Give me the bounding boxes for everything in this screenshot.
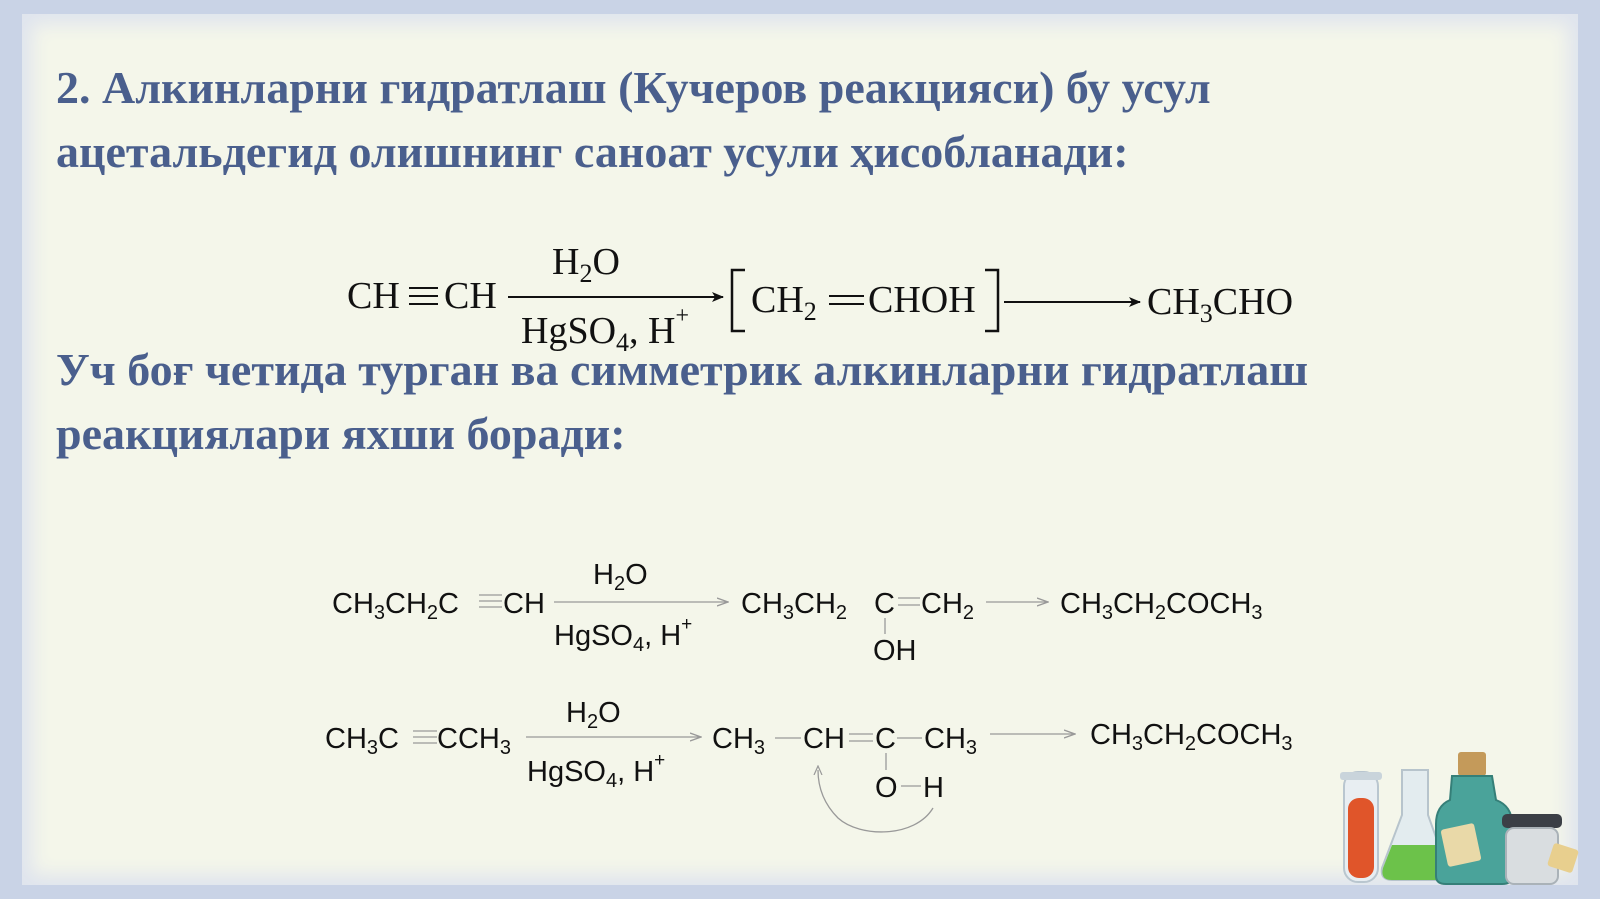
heading-line: 2. Алкинларни гидратлаш (Кучеров реакция…	[56, 62, 1211, 113]
enol-carbon: C	[874, 588, 895, 620]
reactant-acetylene-ch: CH	[444, 275, 497, 317]
reaction-kucherov: CH CH H2O HgSO4, H+ CH2 CHOH CH3CHO	[347, 241, 1293, 357]
triple-bond	[409, 287, 438, 305]
reaction-conditions-catalyst: HgSO4, H+	[527, 750, 665, 792]
heading-symmetric-alkynes: Уч боғ четида турган ва симметрик алкинл…	[56, 338, 1308, 466]
reactant-cch3: CCH3	[437, 723, 511, 759]
hydroxyl-oxygen: O	[875, 772, 898, 804]
proton-transfer-arrow	[818, 770, 934, 833]
heading-line: Уч боғ четида турган ва симметрик алкинл…	[56, 344, 1309, 395]
intermediate-c: C	[875, 723, 896, 755]
reaction-conditions-catalyst: HgSO4, H+	[554, 614, 692, 656]
reaction-terminal-alkyne: CH3CH2C CH H2O HgSO4, H+ CH3CH2 C CH2 OH…	[332, 559, 1263, 667]
reactant-butyne: CH3CH2C	[332, 588, 459, 624]
heading-kucherov-reaction: 2. Алкинларни гидратлаш (Кучеров реакция…	[56, 56, 1211, 184]
reaction-conditions-catalyst: HgSO4, H+	[521, 303, 689, 357]
bracket-right	[985, 268, 1000, 333]
lab-flasks-icon	[1340, 752, 1579, 885]
reactant-butyne-2: CH3C	[325, 723, 399, 759]
triple-bond	[413, 730, 437, 744]
reaction-conditions-water: H2O	[566, 697, 621, 733]
reaction-conditions-water: H2O	[552, 241, 620, 288]
double-bond	[898, 597, 920, 606]
triple-bond	[479, 594, 502, 608]
reaction-conditions-water: H2O	[593, 559, 648, 595]
product-butanone: CH3CH2COCH3	[1060, 588, 1263, 624]
reaction-symmetric-alkyne: CH3C CCH3 H2O HgSO4, H+ CH3 CH C CH3 O H…	[325, 697, 1293, 833]
heading-line: ацетальдегид олишнинг саноат усули ҳисоб…	[56, 126, 1129, 177]
reactant-ch: CH	[503, 588, 545, 620]
hydroxyl-hydrogen: H	[923, 772, 944, 804]
slide	[22, 14, 1578, 885]
enol-ch2: CH2	[921, 588, 974, 624]
intermediate-ch: CH	[803, 723, 845, 755]
intermediate-ch3: CH3	[712, 723, 765, 759]
intermediate-choh: CHOH	[868, 279, 976, 321]
product-acetaldehyde: CH3CHO	[1147, 281, 1293, 328]
double-bond	[829, 295, 864, 305]
product-butanone: CH3CH2COCH3	[1090, 719, 1293, 755]
intermediate-vinyl-alcohol: CH2	[751, 279, 817, 326]
reactant-acetylene: CH	[347, 275, 400, 317]
bracket-left	[730, 268, 745, 333]
hydroxyl-group: OH	[873, 635, 917, 667]
intermediate-enol: CH3CH2	[741, 588, 847, 624]
double-bond	[849, 733, 873, 742]
heading-line: реакциялари яхши боради:	[56, 408, 626, 459]
intermediate-ch3-right: CH3	[924, 723, 977, 759]
